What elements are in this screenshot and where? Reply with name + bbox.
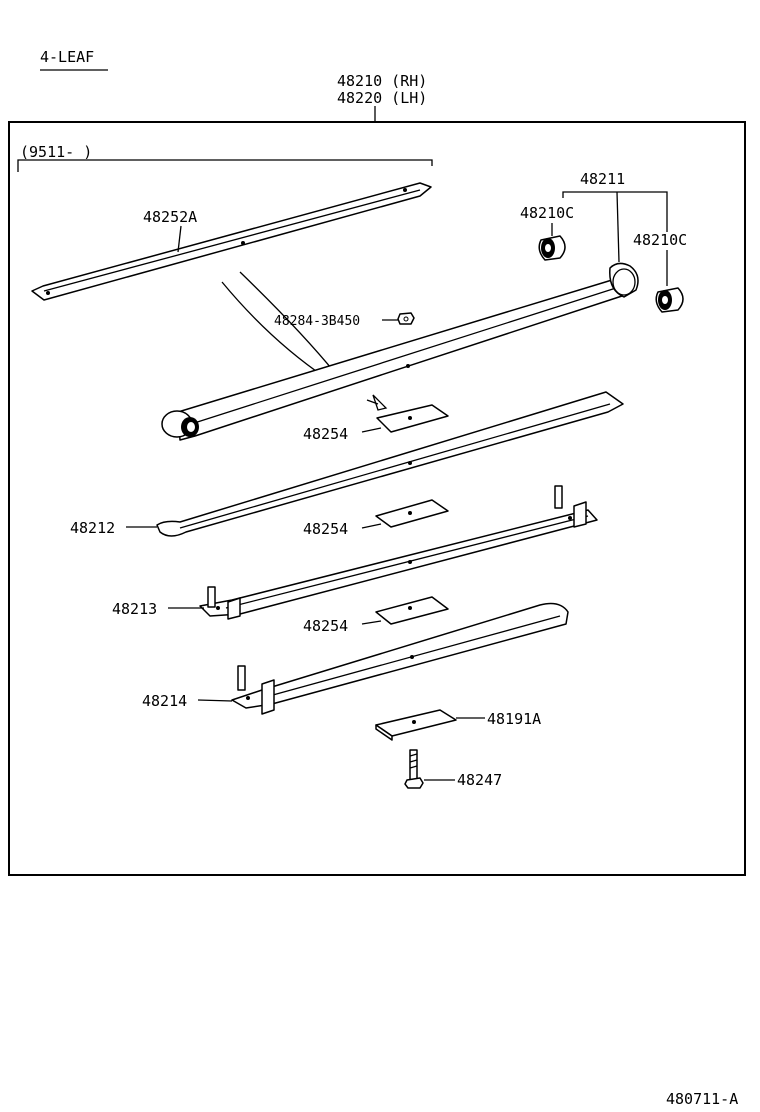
center-bolt xyxy=(404,749,424,789)
leaf-3-label: 48213 xyxy=(112,600,157,618)
spacer xyxy=(375,709,457,741)
liner-2-label: 48254 xyxy=(303,520,348,538)
liner-2 xyxy=(375,499,449,528)
overload-leader-a xyxy=(221,281,327,379)
main-leaf-eye-right xyxy=(609,262,639,298)
date-note: (9511- ) xyxy=(20,143,92,161)
overload-leaf-leader xyxy=(177,225,182,253)
assembly-lh-label: 48220 (LH) xyxy=(337,89,427,107)
main-leaf-group-leader xyxy=(616,191,620,263)
diagram-frame xyxy=(8,121,746,876)
bushing-right xyxy=(655,287,684,313)
leaf-4-leader xyxy=(197,699,233,702)
overload-leaf xyxy=(31,182,432,301)
bolt-nut xyxy=(397,312,415,325)
spacer-label: 48191A xyxy=(487,710,541,728)
liner-1-leader xyxy=(361,427,382,433)
main-leaf xyxy=(161,262,639,441)
liner-3-label: 48254 xyxy=(303,617,348,635)
liner-1-label: 48254 xyxy=(303,425,348,443)
bolt-label: 48284-3B450 xyxy=(274,314,360,329)
direction-arrow-tail xyxy=(366,399,379,405)
assembly-rh-label: 48210 (RH) xyxy=(337,72,427,90)
main-leaf-group-label: 48211 xyxy=(580,170,625,188)
leaf-4 xyxy=(231,602,569,715)
liner-2-leader xyxy=(361,523,382,529)
liner-3-leader xyxy=(361,620,382,625)
leaf-2 xyxy=(156,391,624,537)
bushing-left xyxy=(538,235,566,261)
date-bracket xyxy=(17,159,433,172)
variant-label: 4-LEAF xyxy=(40,48,94,66)
bushing-right-label: 48210C xyxy=(633,231,687,249)
overload-leader-b xyxy=(239,271,337,375)
leaf-2-label: 48212 xyxy=(70,519,115,537)
main-leaf-eye-left xyxy=(161,410,199,438)
liner-3 xyxy=(375,596,449,625)
overload-leaf-label: 48252A xyxy=(143,208,197,226)
center-bolt-label: 48247 xyxy=(457,771,502,789)
liner-1 xyxy=(376,404,449,433)
bushing-left-label: 48210C xyxy=(520,204,574,222)
main-leaf-group-bracket xyxy=(562,191,668,232)
diagram-code: 480711-A xyxy=(666,1090,738,1108)
leaf-4-label: 48214 xyxy=(142,692,187,710)
leaf-3 xyxy=(199,485,598,620)
